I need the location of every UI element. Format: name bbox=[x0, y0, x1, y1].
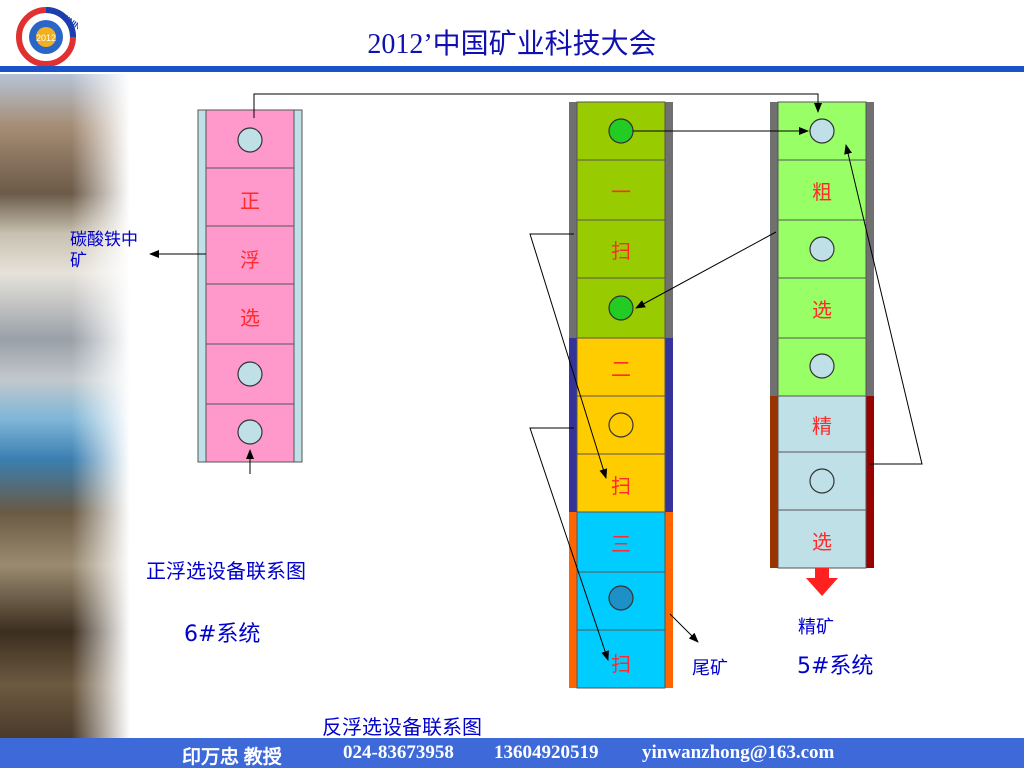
mid-cell-text-4: 扫 bbox=[611, 474, 631, 498]
right-port-3 bbox=[809, 353, 835, 379]
left-diagram-caption: 正浮选设备联系图 bbox=[146, 559, 306, 583]
right-cell-text-2: 选 bbox=[812, 298, 832, 322]
tailings-label: 尾矿 bbox=[692, 658, 728, 679]
ferrous-carbonate-middlings-label: 碳酸铁中矿 bbox=[70, 230, 138, 271]
mining-photo-strip bbox=[0, 74, 130, 738]
footer-email: yinwanzhong@163.com bbox=[642, 742, 835, 763]
mid-cell-text-2: 扫 bbox=[611, 239, 631, 263]
mining-logo: 2012 MINING bbox=[14, 5, 88, 69]
mid-port-green-2 bbox=[608, 295, 634, 321]
bottom-caption: 反浮选设备联系图 bbox=[322, 715, 482, 739]
mid-cell-text-5: 三 bbox=[611, 532, 631, 556]
mid-port-yellow bbox=[608, 412, 634, 438]
right-flotation-column bbox=[770, 101, 874, 596]
logo-year: 2012 bbox=[36, 33, 56, 43]
mid-flotation-column bbox=[569, 101, 673, 689]
mid-cell-text-3: 二 bbox=[611, 357, 631, 381]
mid-port-blue bbox=[608, 585, 634, 611]
mid-port-green-1 bbox=[608, 118, 634, 144]
right-cell-text-3: 精 bbox=[812, 414, 832, 438]
header-divider bbox=[0, 66, 1024, 72]
right-port-2 bbox=[809, 236, 835, 262]
footer-phone-2: 13604920519 bbox=[494, 742, 599, 763]
system-6-label: 6#系统 bbox=[184, 622, 261, 647]
right-cell-text-4: 选 bbox=[812, 530, 832, 554]
concentrate-label: 精矿 bbox=[798, 617, 834, 638]
flow-lines bbox=[149, 93, 923, 661]
mid-cell-text-1: 一 bbox=[611, 180, 631, 204]
system-5-label: 5#系统 bbox=[797, 654, 874, 679]
footer-phone-1: 024-83673958 bbox=[343, 742, 454, 763]
right-cell-text-1: 粗 bbox=[812, 180, 832, 204]
left-cell-port-3 bbox=[237, 419, 263, 445]
footer-name: 印万忠 教授 bbox=[182, 747, 282, 768]
mid-cell-text-6: 扫 bbox=[611, 652, 631, 676]
footer-bar: 印万忠 教授 024-83673958 13604920519 yinwanzh… bbox=[0, 738, 1024, 768]
left-cell-port-1 bbox=[237, 127, 263, 153]
left-cell-text-1: 正 bbox=[240, 189, 260, 213]
right-port-1 bbox=[809, 118, 835, 144]
left-flotation-column bbox=[197, 109, 303, 463]
left-cell-port-2 bbox=[237, 361, 263, 387]
left-cell-text-3: 选 bbox=[240, 306, 260, 330]
concentrate-arrow bbox=[806, 568, 838, 596]
page-title: 2012’中国矿业科技大会 bbox=[367, 29, 657, 60]
left-cell-text-2: 浮 bbox=[240, 248, 260, 272]
right-port-4 bbox=[809, 468, 835, 494]
